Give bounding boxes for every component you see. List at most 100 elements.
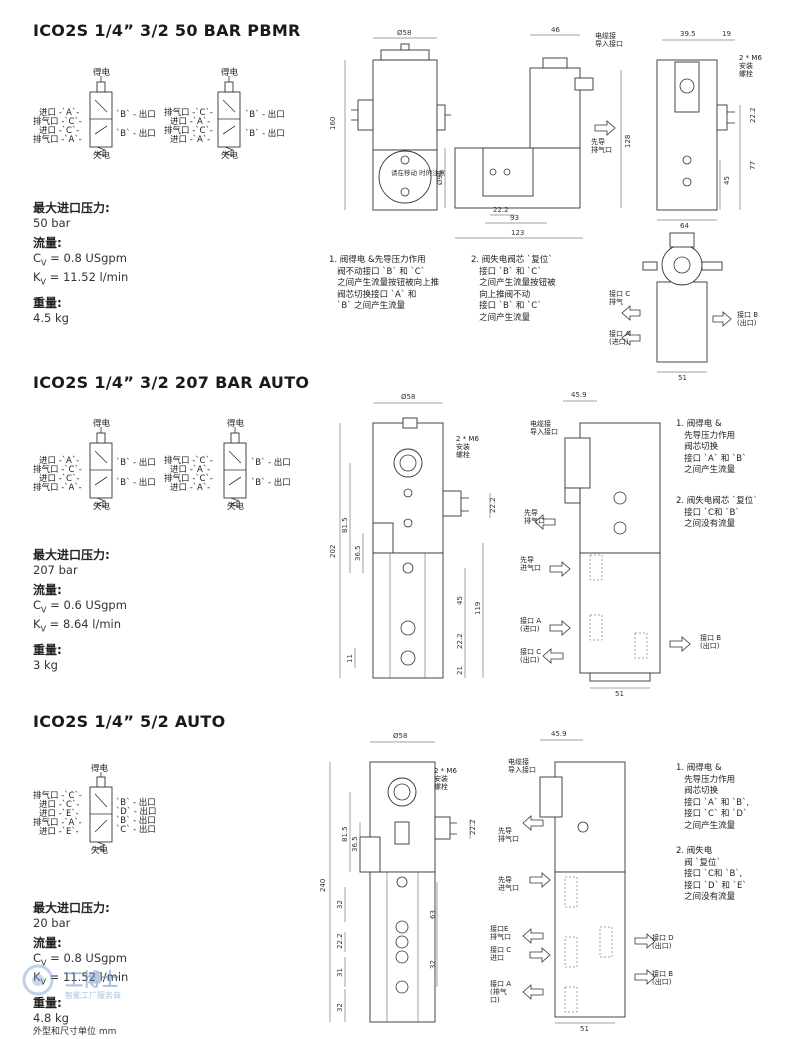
drawing-section-1: Ø58 请在移动 时的注意 160 46 22.2 93 123 Ø96 <box>329 26 757 382</box>
kv-number: 11.52 l/min <box>62 270 129 285</box>
cv-subscript: V <box>41 958 47 968</box>
note-3-2: 2. 阀失电 阀 `复位` 接口 `C和 `B`, 接口 `D` 和 `E` 之… <box>676 846 747 902</box>
note-2-1: 1. 阀得电 & 先导压力作用 阀芯切换 接口 `A` 和 `B` 之间产生流量 <box>676 419 747 475</box>
note-1-1: 1. 阀得电 &先导压力作用 阀不动接口 `B` 和 `C` 之间产生流量按钮被… <box>329 255 440 311</box>
inlet-e-label: 进口 -`E`- <box>39 827 79 837</box>
outlet-d-label: `D` - 出口 <box>116 807 157 817</box>
pilot-exhaust-label: 先导 排气口 <box>591 138 612 154</box>
kv-symbol: K <box>33 970 41 985</box>
outlet-b-label: `B` - 出口 <box>116 458 156 468</box>
dim-32: 32 <box>336 1003 344 1012</box>
dim-81-5: 81.5 <box>341 826 349 842</box>
port-b-outlet-label: 接口 B (出口) <box>737 311 759 327</box>
dim-d58: Ø58 <box>397 29 411 37</box>
exhaust-a-label: 排气口 -`A`- <box>33 818 82 828</box>
weight-value: 4.8 kg <box>33 1010 69 1025</box>
pilot-inlet-label: 先导 进气口 <box>520 556 541 572</box>
cv-number: 0.8 USgpm <box>63 951 127 965</box>
inlet-a-label: 进口 -`A`- <box>170 483 211 493</box>
weight-label: 重量: <box>33 642 62 657</box>
dim-123: 123 <box>511 229 524 237</box>
end-view-1: 39.5 19 22.2 77 45 64 <box>656 30 757 230</box>
side-view-1: 46 22.2 93 123 Ø96 128 <box>436 26 632 239</box>
specs-1: 最大进口压力: 50 bar 流量: CV = 0.8 USgpm KV = 1… <box>33 199 128 325</box>
cv-symbol: C <box>33 598 42 612</box>
inlet-c-label: 进口 -`C`- <box>39 474 80 484</box>
bottom-view-1: 51 <box>621 232 732 382</box>
deenergized-label: 失电 <box>93 502 111 512</box>
dim-22-2: 22.2 <box>489 497 497 513</box>
cv-symbol: C <box>33 251 42 265</box>
dim-51: 51 <box>580 1025 589 1033</box>
dim-93: 93 <box>510 214 519 222</box>
energized-label: 得电 <box>227 419 245 429</box>
watermark-text: 工博士 <box>65 970 119 991</box>
port-b-outlet-label: 接口 B (出口) <box>700 634 722 650</box>
dim-36-5: 36.5 <box>354 545 362 561</box>
cv-value: CV = 0.8 USgpm <box>33 951 128 970</box>
eq: = <box>46 951 64 965</box>
dim-31: 31 <box>336 968 344 977</box>
dim-32: 32 <box>336 900 344 909</box>
watermark-gear-icon <box>22 964 54 996</box>
exhaust-c-label: 排气口 -`C`- <box>164 456 213 466</box>
outlet-b-label: `B` - 出口 <box>116 129 156 139</box>
port-a-inlet-label: 接口 A (进口) <box>520 617 542 633</box>
pressure-value: 50 bar <box>33 216 71 230</box>
specs-3: 最大进口压力: 20 bar 流量: CV = 0.8 USgpm KV = 1… <box>33 899 128 1039</box>
flow-label: 流量: <box>33 583 62 597</box>
eq: = <box>46 270 63 285</box>
front-view-1: Ø58 请在移动 时的注意 160 <box>329 29 451 211</box>
dim-22-2: 22.2 <box>336 933 344 949</box>
outlet-b-label: `B` - 出口 <box>251 478 291 488</box>
dim-128: 128 <box>624 135 632 148</box>
pilot-exhaust-label: 先导 排气口 <box>498 827 519 843</box>
pressure-label: 最大进口压力: <box>33 201 110 215</box>
outlet-b-label: `B` - 出口 <box>116 478 156 488</box>
port-a-inlet-label: 接口 A (进口) <box>609 330 631 346</box>
kv-subscript: V <box>40 277 47 287</box>
inlet-a-label: 进口 -`A`- <box>170 465 211 475</box>
outlet-b-label: `B` - 出口 <box>251 458 291 468</box>
inlet-c-label: 进口 -`C`- <box>39 126 80 136</box>
dim-45: 45 <box>723 176 731 185</box>
side-view-3: 45.9 51 <box>522 730 656 1033</box>
dim-21: 21 <box>456 666 464 675</box>
dim-77: 77 <box>749 161 757 170</box>
units-footer: 外型和尺寸单位 mm <box>33 1026 117 1037</box>
inlet-e-label: 进口 -`E`- <box>39 809 79 819</box>
flow-label: 流量: <box>33 936 62 950</box>
m6-label: 2 * M6 安装 螺栓 <box>434 767 457 791</box>
watermark-logo: 工博士 智能工厂服务商 <box>10 952 150 1012</box>
eq: = <box>46 251 64 265</box>
dim-d96: Ø96 <box>436 170 444 185</box>
kv-number: 8.64 l/min <box>62 617 122 632</box>
valve-symbols-1: 得电 失电 进口 -`A`- 排气口 -`C`- 进口 -`C`- 排气口 -`… <box>33 62 308 172</box>
exhaust-a-label: 排气口 -`A`- <box>33 135 82 145</box>
section-title-3: ICO2S 1/4” 5/2 AUTO <box>33 712 226 731</box>
front-view-2: Ø58 202 81.5 36.5 11 45 119 22.2 21 22. <box>329 393 497 679</box>
port-c-outlet-label: 接口 C (出口) <box>520 648 542 664</box>
energized-label: 得电 <box>221 68 239 78</box>
pilot-exhaust-label: 先导 排气口 <box>524 509 545 525</box>
kv-symbol: K <box>33 617 41 632</box>
weight-label: 重量: <box>33 295 62 310</box>
outlet-b-label: `B` - 出口 <box>116 798 156 808</box>
dim-81-5: 81.5 <box>341 517 349 533</box>
dim-51: 51 <box>615 690 624 698</box>
cv-value: CV = 0.6 USgpm <box>33 598 127 617</box>
kv-value: KV = 11.52 l/min <box>33 270 128 289</box>
dim-45: 45 <box>456 596 464 605</box>
watermark-subtext: 智能工厂服务商 <box>65 991 121 1000</box>
conduit-label: 电缆接 导入接口 <box>530 420 558 436</box>
kv-value: KV = 11.52 l/min <box>33 970 128 989</box>
cv-subscript: V <box>41 605 47 615</box>
exhaust-a-label: 排气口 -`A`- <box>33 483 82 493</box>
exhaust-c-label: 排气口 -`C`- <box>164 126 213 136</box>
conduit-label: 电缆接 导入接口 <box>595 32 623 48</box>
note-2-2: 2. 阀失电阀芯 `复位` 接口 `C和 `B` 之间没有流量 <box>676 496 758 529</box>
eq: = <box>46 617 63 632</box>
deenergized-label: 失电 <box>221 151 239 161</box>
m6-label: 2 * M6 安装 螺栓 <box>739 54 762 78</box>
valve-symbol-graphic <box>89 427 247 508</box>
